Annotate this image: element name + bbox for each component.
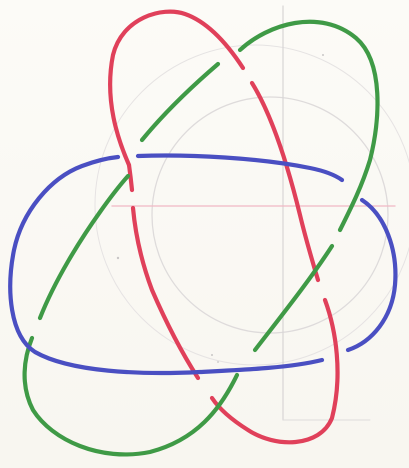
green-strand-segment xyxy=(25,338,237,454)
red-strand-segment xyxy=(133,208,198,378)
green-strand-segment xyxy=(255,246,332,350)
pencil-speck xyxy=(322,54,324,56)
green-strand-segment xyxy=(40,176,128,318)
red-strand-segment xyxy=(252,83,318,280)
green-strand-segment xyxy=(240,22,378,230)
red-loop-strand xyxy=(110,12,337,443)
construction-guides xyxy=(95,6,409,420)
pencil-speck xyxy=(117,257,119,259)
pencil-speck xyxy=(217,361,219,363)
green-loop-strand xyxy=(25,22,378,455)
blue-strand-segment xyxy=(10,157,322,373)
green-strand-segment xyxy=(142,64,218,140)
pencil-specks xyxy=(117,54,324,363)
faint-guide-circle-outer xyxy=(95,45,409,365)
faint-guide-circle xyxy=(152,97,388,333)
blue-strand-segment xyxy=(138,156,342,181)
pencil-speck xyxy=(211,354,213,356)
